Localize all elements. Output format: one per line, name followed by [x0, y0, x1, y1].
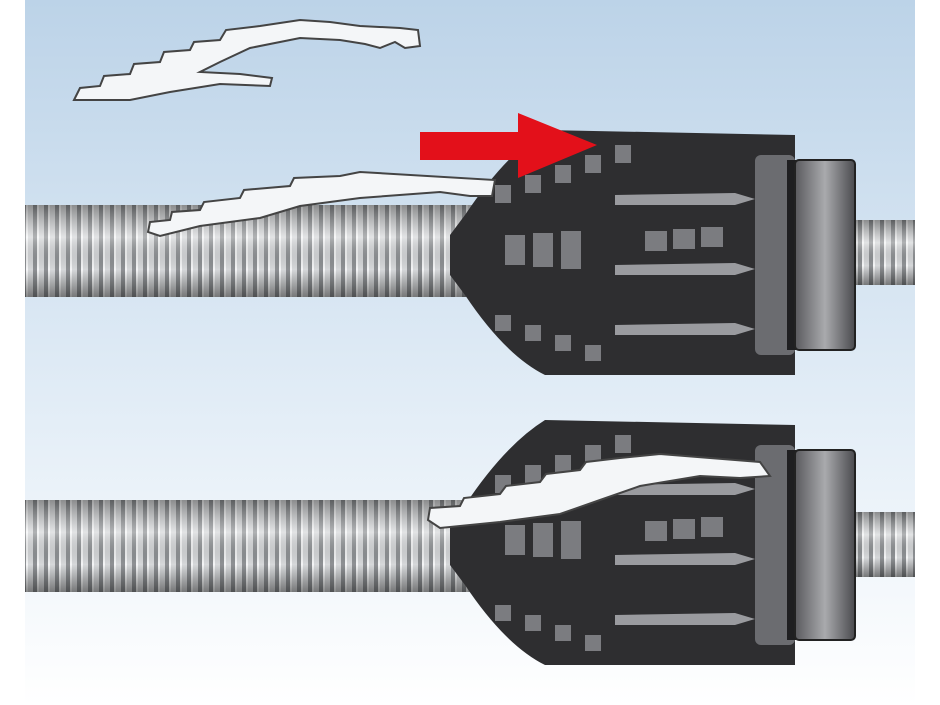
expansion-clip-inserted	[426, 452, 772, 530]
cone-nut	[449, 129, 856, 376]
top-anchor-assembly	[25, 18, 915, 376]
arrow-right-icon	[420, 113, 597, 178]
bottom-anchor-assembly	[25, 419, 915, 666]
loose-clip	[72, 18, 422, 101]
expansion-clip	[146, 170, 497, 238]
